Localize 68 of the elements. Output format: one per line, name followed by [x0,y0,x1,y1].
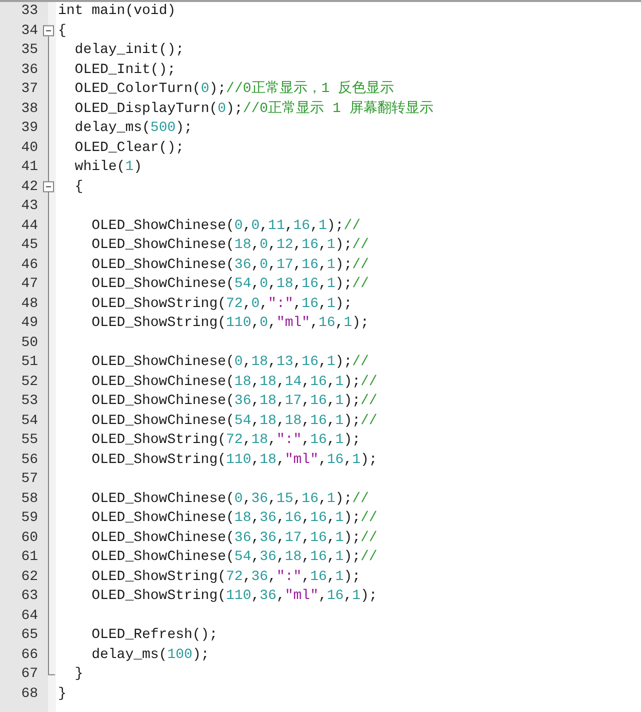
code-line: int main(void) [58,2,176,21]
code-line: OLED_ShowChinese(18,18,14,16,1);// [92,372,378,392]
code-line: while(1) [74,158,142,177]
code-line: OLED_ShowString(72,36,":",16,1); [92,568,361,586]
code-line: OLED_ShowChinese(18,36,16,16,1);// [92,509,378,528]
code-line: OLED_Clear(); [74,138,184,158]
line-number: 36 [20,60,38,80]
code-line: OLED_Refresh(); [92,626,218,645]
code-line: OLED_ShowChinese(36,0,17,16,1);// [92,256,369,274]
line-number: 43 [20,197,38,216]
line-number: 47 [20,275,38,294]
code-line: OLED_Init(); [74,60,176,80]
line-number: 37 [20,80,38,99]
code-line: OLED_DisplayTurn(0);//0正常显示 1 屏幕翻转显示 [74,100,434,118]
line-number: 53 [20,392,38,411]
code-line: OLED_ShowChinese(36,18,17,16,1);// [92,392,378,411]
code-line: OLED_ShowChinese(36,36,17,16,1);// [92,528,378,548]
code-line: OLED_ShowChinese(54,0,18,16,1);// [92,275,369,294]
code-line: delay_ms(500); [74,119,192,138]
code-line: OLED_ColorTurn(0);//0正常显示，1 反色显示 [74,80,394,99]
line-number: 40 [20,138,38,158]
line-number: 45 [20,236,38,255]
line-number: 66 [20,646,38,664]
code-line: OLED_ShowString(110,0,"ml",16,1); [92,314,369,333]
line-number: 51 [20,353,38,372]
code-line: OLED_ShowChinese(0,18,13,16,1);// [92,353,369,372]
code-line: OLED_ShowChinese(18,0,12,16,1);// [92,236,369,255]
code-line: OLED_ShowChinese(54,18,18,16,1);// [92,412,378,430]
line-number: 58 [20,490,38,508]
line-number: 38 [20,100,38,118]
line-number: 35 [20,41,38,60]
line-number: 54 [20,412,38,430]
line-number: 62 [20,568,38,586]
line-number: 48 [20,294,38,314]
code-line: OLED_ShowString(72,0,":",16,1); [92,294,352,314]
line-number: 59 [20,509,38,528]
code-line: OLED_ShowString(110,36,"ml",16,1); [92,587,378,606]
line-number: 49 [20,314,38,333]
line-number: 33 [20,2,38,21]
code-line: OLED_ShowString(110,18,"ml",16,1); [92,450,378,470]
line-number: 61 [20,548,38,567]
line-number: 50 [20,334,38,352]
line-number: 64 [20,606,38,626]
line-number: 56 [20,450,38,470]
line-number: 46 [20,256,38,274]
line-number: 44 [20,216,38,236]
line-number: 67 [20,665,38,684]
line-number: 39 [20,119,38,138]
code-line: OLED_ShowString(72,18,":",16,1); [92,431,361,450]
code-line: OLED_ShowChinese(0,36,15,16,1);// [92,490,369,508]
line-number: 63 [20,587,38,606]
code-line: delay_init(); [74,41,184,60]
line-number: 68 [20,684,38,704]
line-number: 34 [20,22,38,40]
line-number: 57 [20,470,38,489]
code-line: } [58,684,66,704]
line-number: 60 [20,528,38,548]
line-number: 65 [20,626,38,645]
code-line: delay_ms(100); [92,646,210,664]
code-line: { [74,178,84,196]
code-line: OLED_ShowChinese(54,36,18,16,1);// [92,548,378,567]
line-number: 42 [20,178,38,196]
line-number: 55 [20,431,38,450]
code-line: } [74,665,84,684]
code-line: { [58,22,66,40]
line-number: 41 [20,158,38,177]
code-line: OLED_ShowChinese(0,0,11,16,1);// [92,216,361,236]
line-number: 52 [20,372,38,392]
